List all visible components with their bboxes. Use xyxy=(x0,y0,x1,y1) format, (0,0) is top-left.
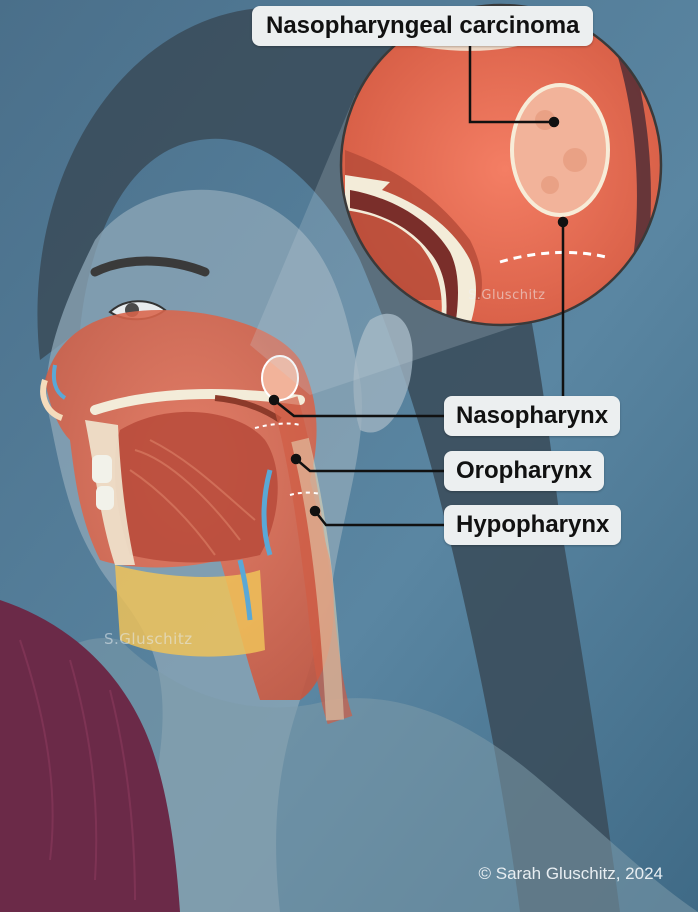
copyright-notice: © Sarah Gluschitz, 2024 xyxy=(478,864,663,884)
label-oropharynx: Oropharynx xyxy=(444,451,604,491)
label-hypopharynx: Hypopharynx xyxy=(444,505,621,545)
watermark-signature-inset: S.Gluschitz xyxy=(468,288,546,303)
watermark-signature: S.Gluschitz xyxy=(104,630,193,648)
label-nasopharyngeal-carcinoma: Nasopharyngeal carcinoma xyxy=(252,6,593,46)
label-nasopharynx: Nasopharynx xyxy=(444,396,620,436)
